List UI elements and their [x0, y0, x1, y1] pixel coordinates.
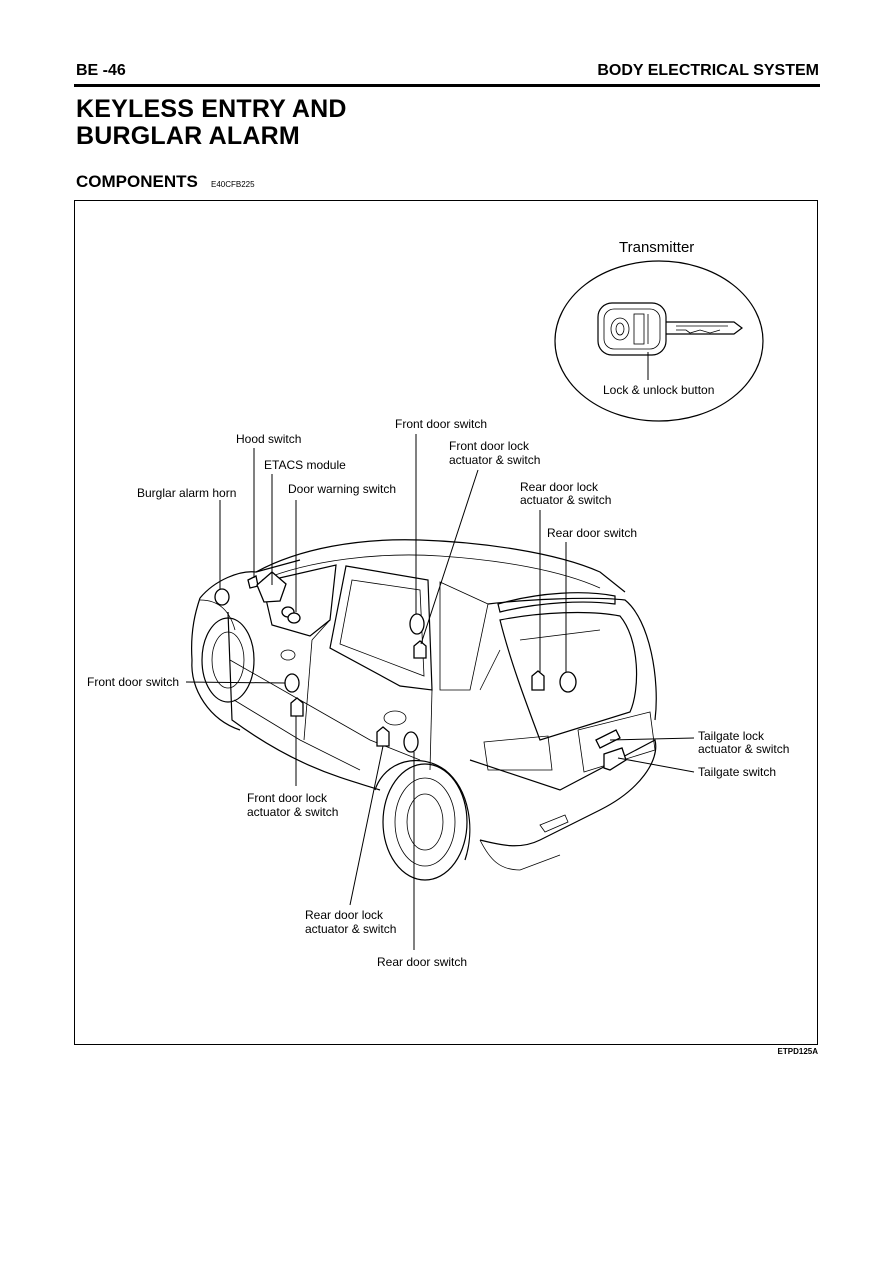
- label-rear-door-lock-bottom-2: actuator & switch: [305, 922, 396, 936]
- label-hood-switch: Hood switch: [236, 432, 301, 446]
- label-front-door-switch-left: Front door switch: [87, 675, 179, 689]
- transmitter-key-icon: [597, 302, 743, 356]
- label-rear-door-lock-top-1: Rear door lock: [520, 480, 599, 494]
- page-title-line-1: KEYLESS ENTRY AND: [76, 95, 347, 123]
- label-etacs-module: ETACS module: [264, 458, 346, 472]
- figure-code: ETPD125A: [777, 1047, 818, 1056]
- label-front-door-lock-bottom-2: actuator & switch: [247, 805, 338, 819]
- transmitter-inset: Transmitter Lock & unlock button: [554, 239, 764, 422]
- label-burglar-alarm-horn: Burglar alarm horn: [137, 486, 236, 500]
- burglar-alarm-horn-icon: [214, 588, 230, 606]
- section-code: E40CFB225: [211, 180, 255, 189]
- lock-unlock-button-label: Lock & unlock button: [603, 383, 714, 397]
- door-warning-switch-icon: [281, 606, 301, 624]
- vehicle-illustration: [191, 539, 657, 881]
- section-header: BODY ELECTRICAL SYSTEM: [597, 62, 819, 79]
- label-tailgate-lock-1: Tailgate lock: [698, 729, 765, 743]
- label-rear-door-switch-top: Rear door switch: [547, 526, 637, 540]
- figure-frame: [74, 200, 818, 1045]
- label-rear-door-switch-bottom: Rear door switch: [377, 955, 467, 969]
- front-door-switch-icon-upper: [409, 613, 425, 635]
- tailgate-lock-icon: [595, 729, 621, 749]
- front-door-switch-icon-side: [284, 673, 300, 693]
- transmitter-label: Transmitter: [619, 239, 694, 256]
- component-labels: Front door switch Hood switch Front door…: [87, 417, 789, 969]
- page-title: KEYLESS ENTRY AND BURGLAR ALARM: [76, 96, 347, 150]
- front-door-lock-icon-side: [290, 697, 304, 717]
- label-front-door-lock-top-1: Front door lock: [449, 439, 530, 453]
- rear-door-lock-icon-side: [376, 726, 390, 747]
- section-title: COMPONENTS: [76, 172, 198, 191]
- rear-door-lock-icon-upper: [531, 670, 545, 691]
- page-title-line-2: BURGLAR ALARM: [76, 122, 300, 150]
- etacs-module-icon: [256, 571, 287, 603]
- label-tailgate-switch: Tailgate switch: [698, 765, 776, 779]
- leader-lines: [185, 434, 695, 950]
- page-number: BE -46: [76, 62, 126, 79]
- label-front-door-switch-top: Front door switch: [395, 417, 487, 431]
- label-front-door-lock-bottom-1: Front door lock: [247, 791, 328, 805]
- label-front-door-lock-top-2: actuator & switch: [449, 453, 540, 467]
- front-door-lock-icon-upper: [413, 640, 427, 659]
- label-door-warning-switch: Door warning switch: [288, 482, 396, 496]
- label-rear-door-lock-bottom-1: Rear door lock: [305, 908, 384, 922]
- tailgate-switch-icon: [603, 747, 627, 771]
- hood-switch-icon: [247, 575, 259, 589]
- label-tailgate-lock-2: actuator & switch: [698, 742, 789, 756]
- rear-door-switch-icon-side: [403, 731, 419, 753]
- rear-door-switch-icon-upper: [559, 671, 577, 693]
- label-rear-door-lock-top-2: actuator & switch: [520, 493, 611, 507]
- header-rule: [74, 84, 820, 87]
